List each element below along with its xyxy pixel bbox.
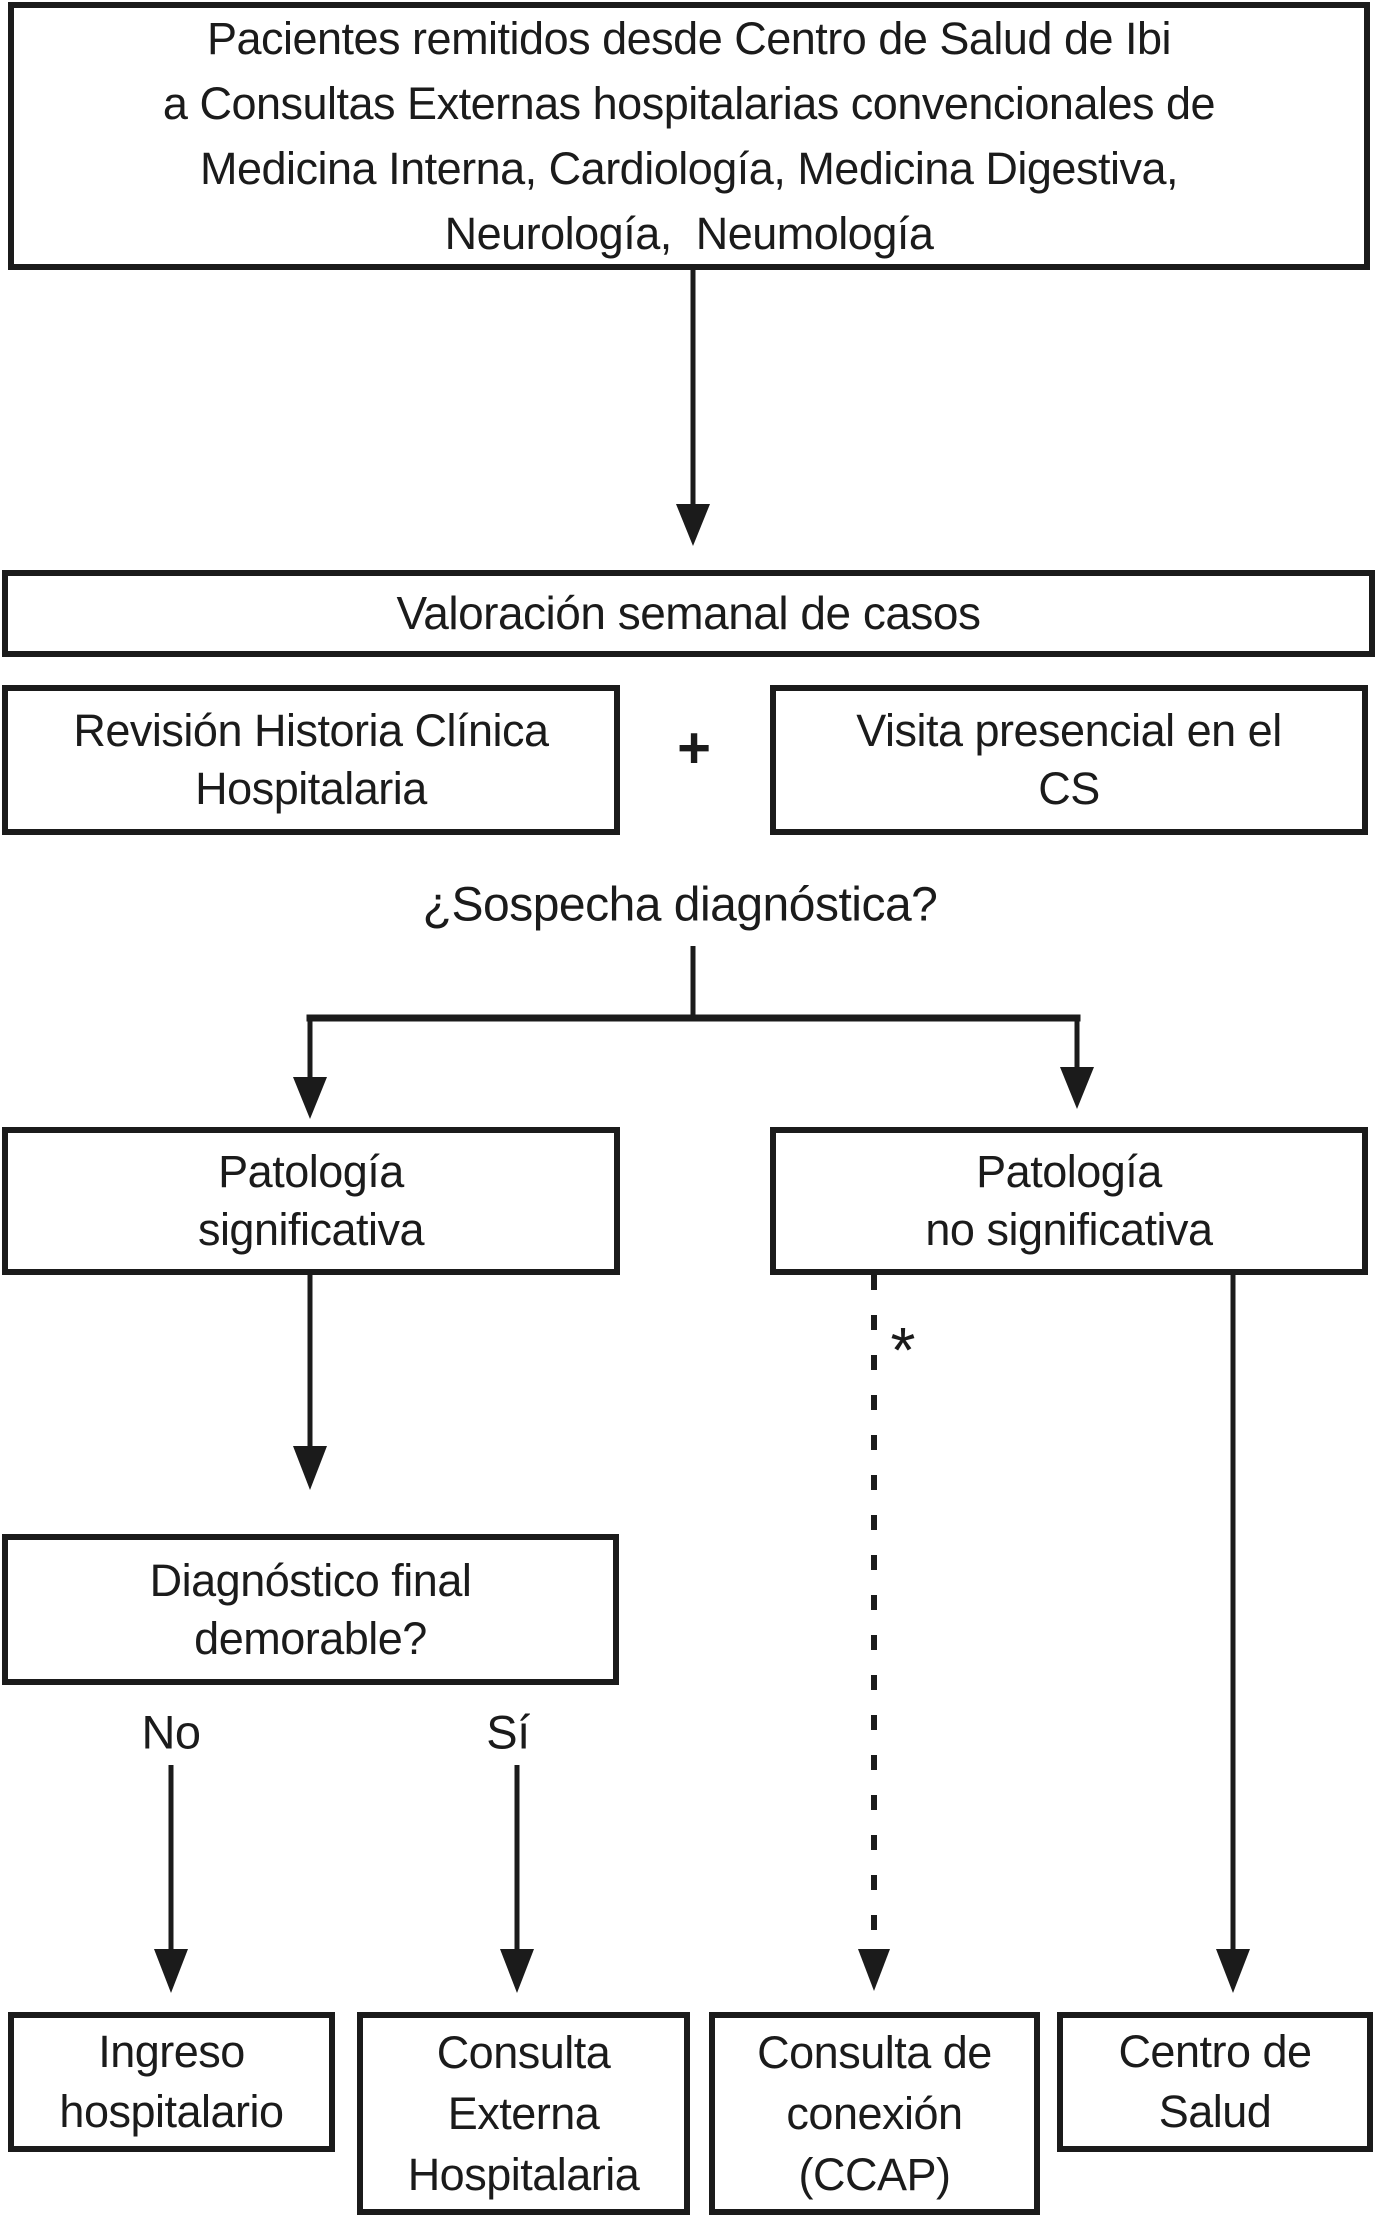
- box-diagnostico-final-demorable: Diagnóstico final demorable?: [2, 1534, 619, 1685]
- box-ingreso-hospitalario: Ingreso hospitalario: [8, 2012, 335, 2152]
- arrow-si-to-outpatient: [500, 1765, 534, 1993]
- box-visita-presencial-cs: Visita presencial en el CS: [770, 685, 1368, 835]
- box-consulta-externa-hospitalaria: Consulta Externa Hospitalaria: [357, 2012, 690, 2215]
- box-revision-historia-clinica: Revisión Historia Clínica Hospitalaria: [2, 685, 620, 835]
- box-consulta-conexion-ccap: Consulta de conexión (CCAP): [709, 2012, 1040, 2215]
- label-si: Sí: [486, 1705, 530, 1759]
- dashed-arrow-not-significant-to-ccap: [858, 1275, 890, 1991]
- arrow-no-to-admission: [154, 1765, 188, 1993]
- plus-sign: +: [677, 715, 711, 781]
- label-sospecha-diagnostica: ¿Sospecha diagnóstica?: [422, 878, 938, 932]
- arrow-not-significant-to-health-center: [1216, 1275, 1250, 1993]
- arrow-source-to-weekly-review: [676, 270, 710, 546]
- box-pacientes-remitidos: Pacientes remitidos desde Centro de Salu…: [8, 2, 1370, 270]
- box-valoracion-semanal: Valoración semanal de casos: [2, 570, 1375, 657]
- split-sospecha-branches: [293, 946, 1094, 1119]
- box-centro-de-salud: Centro de Salud: [1057, 2012, 1373, 2152]
- arrowhead-to-not-significant: [1060, 1067, 1094, 1109]
- box-patologia-no-significativa: Patología no significativa: [770, 1127, 1368, 1275]
- arrow-significant-to-final-diagnosis: [293, 1275, 327, 1490]
- label-no: No: [141, 1705, 201, 1759]
- asterisk-footnote-marker: *: [890, 1314, 916, 1386]
- box-patologia-significativa: Patología significativa: [2, 1127, 620, 1275]
- arrowhead-to-significant: [293, 1077, 327, 1119]
